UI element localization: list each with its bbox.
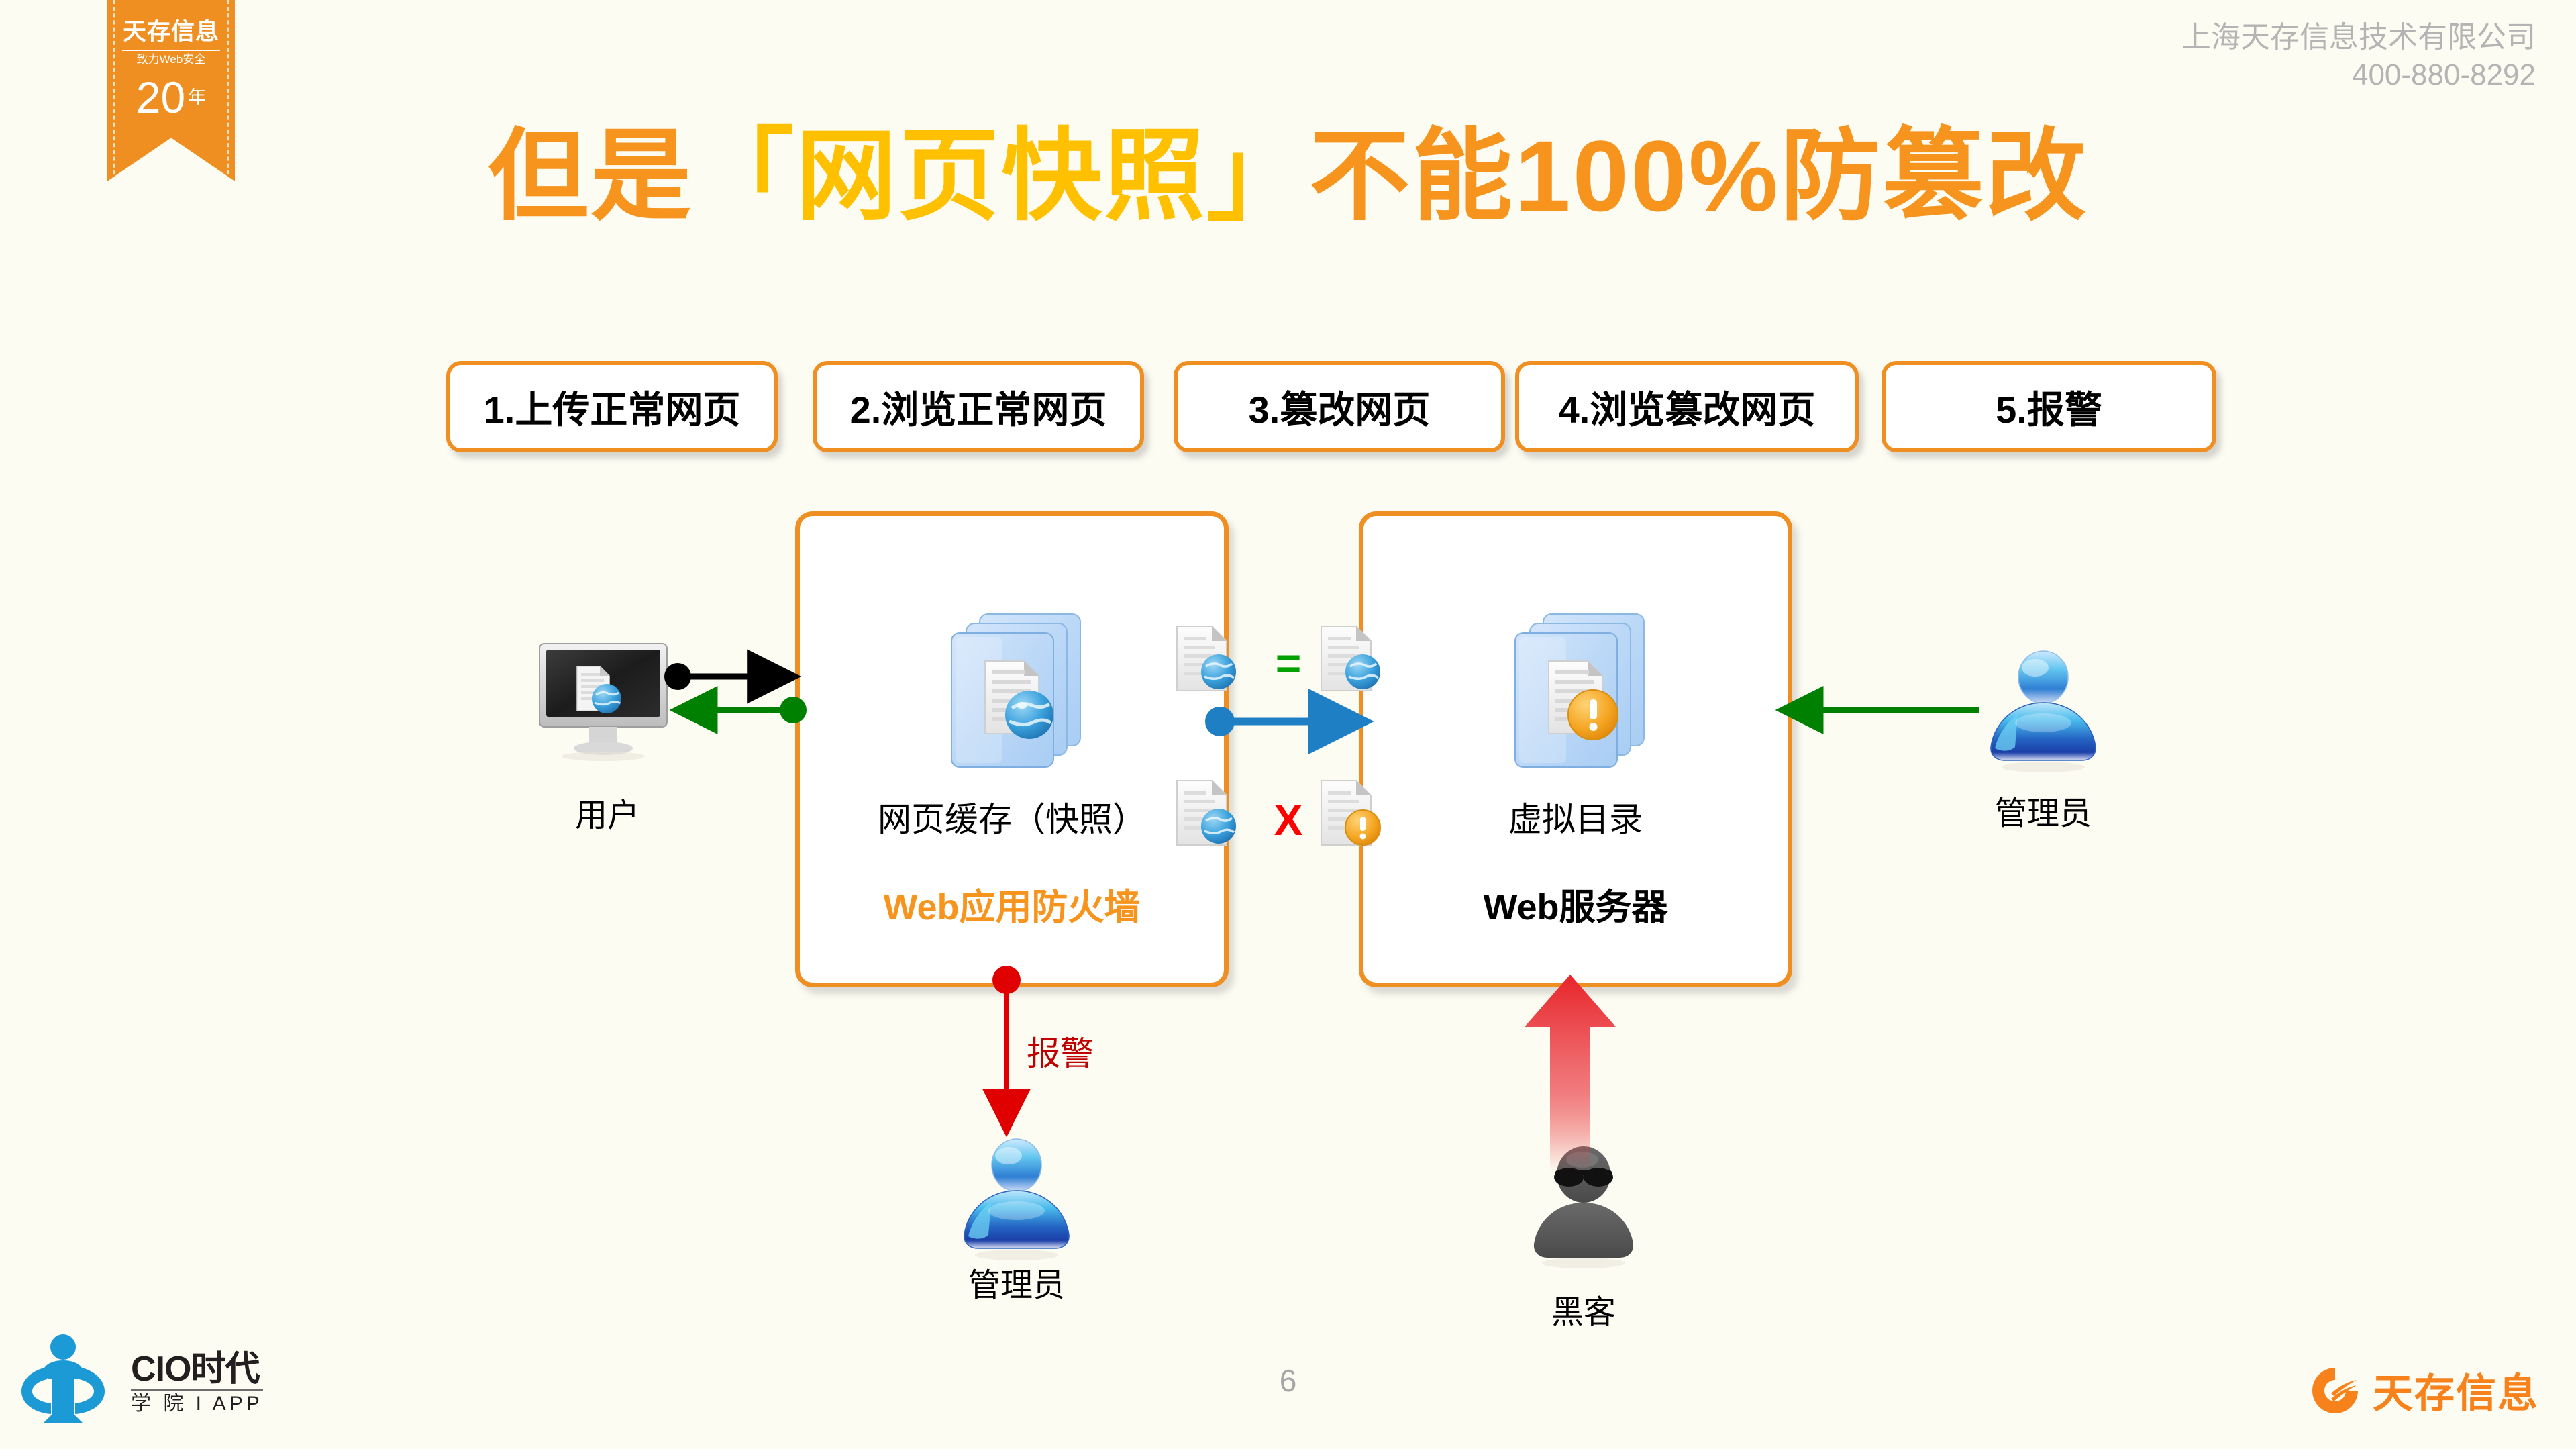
ribbon-years-unit: 年 (188, 87, 207, 107)
step-box-4-label: 4.浏览篡改网页 (1558, 388, 1816, 431)
title-part-3: 不能100%防篡改 (1309, 119, 2088, 232)
attack-arrow-hacker-to-server (1525, 975, 1616, 1171)
step-box-4[interactable]: 4.浏览篡改网页 (1515, 361, 1859, 452)
header-company-name: 上海天存信息技术有限公司 (2181, 21, 2536, 54)
header-phone-number: 400-880-8292 (2351, 58, 2536, 92)
alert-label: 报警 (1027, 1035, 1094, 1072)
step-box-1[interactable]: 1.上传正常网页 (446, 361, 778, 452)
step-box-1-label: 1.上传正常网页 (483, 388, 741, 431)
title-part-1: 但是 (488, 119, 694, 232)
admin-person-icon-bottom (956, 1136, 1077, 1266)
cio-logo-line1: CIO时代 (131, 1349, 260, 1389)
web-server-title: Web服务器 (1483, 887, 1668, 928)
user-label: 用户 (574, 798, 639, 834)
equal-sign: = (1275, 638, 1302, 688)
header-contact-block: 上海天存信息技术有限公司 400-880-8292 (2181, 19, 2536, 95)
hacker-label: 黑客 (1551, 1295, 1616, 1330)
not-equal-x-sign: X (1274, 796, 1303, 844)
tampered-page-icon-bottom (1312, 775, 1392, 859)
step-box-2[interactable]: 2.浏览正常网页 (813, 361, 1144, 452)
ribbon-years-number: 20 (136, 72, 186, 122)
compare-arrow-waf-to-server (1205, 688, 1374, 755)
ribbon-slogan: 致力Web安全 (122, 50, 220, 65)
alert-arrow-waf-to-admin (982, 966, 1031, 1138)
page-cache-caption: 网页缓存（快照） (878, 801, 1146, 838)
cache-page-icon-bottom (1168, 775, 1248, 859)
web-application-firewall-box: 网页缓存（快照） Web应用防火墙 (795, 511, 1229, 987)
admin-bottom-label: 管理员 (968, 1268, 1065, 1303)
step-box-3[interactable]: 3.篡改网页 (1174, 361, 1505, 452)
response-arrow-waf-to-user (669, 686, 807, 734)
step-box-3-label: 3.篡改网页 (1248, 388, 1431, 431)
user-monitor-icon (537, 641, 678, 765)
virtual-directory-caption: 虚拟目录 (1508, 801, 1643, 838)
cio-logo-line2: 学 院 I APP (131, 1388, 263, 1414)
server-page-icon-top (1312, 621, 1392, 705)
page-cache-stack-icon (918, 603, 1106, 795)
step-box-5[interactable]: 5.报警 (1882, 361, 2216, 452)
tiancun-logo-text: 天存信息 (2373, 1371, 2539, 1416)
slide-title: 但是「网页快照」不能100%防篡改 (0, 121, 2576, 232)
cio-logo-mark (21, 1334, 105, 1423)
virtual-directory-stack-icon (1482, 603, 1669, 795)
admin-person-icon-right (1983, 648, 2104, 779)
tiancun-logo: 天存信息 (2308, 1361, 2539, 1419)
title-part-2: 「网页快照」 (693, 119, 1310, 232)
page-number: 6 (1279, 1363, 1297, 1398)
waf-title: Web应用防火墙 (883, 887, 1141, 928)
request-arrow-user-to-waf (664, 649, 802, 704)
step-box-2-label: 2.浏览正常网页 (849, 388, 1107, 431)
cio-era-logo: CIO时代 学 院 I APP (20, 1332, 263, 1433)
admin-right-label: 管理员 (1994, 796, 2092, 832)
tiancun-logo-mark (2312, 1367, 2358, 1413)
ribbon-company-name: 天存信息 (122, 19, 219, 45)
cache-page-icon-top (1168, 621, 1248, 705)
step-box-5-label: 5.报警 (1996, 388, 2102, 431)
